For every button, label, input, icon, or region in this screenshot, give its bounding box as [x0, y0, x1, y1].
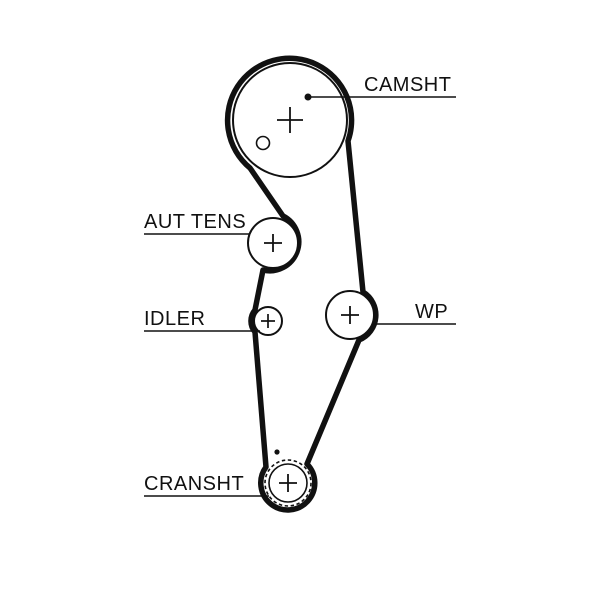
- label-camshaft: CAMSHT: [304, 74, 456, 101]
- crankshaft-label-text: CRANSHT: [144, 473, 244, 495]
- timing-belt-path: [224, 55, 379, 513]
- idler-label-text: IDLER: [144, 308, 205, 330]
- crankshaft-timing-dot: [274, 449, 280, 455]
- tensioner-pulley: [247, 217, 299, 269]
- camshaft-label-text: CAMSHT: [364, 74, 451, 96]
- water-pump-center-cross-icon: [341, 306, 359, 324]
- camshaft-center-cross-icon: [277, 107, 303, 133]
- tensioner-label-text: AUT TENS: [144, 211, 246, 233]
- crankshaft-sprocket: [264, 449, 312, 507]
- label-crankshaft: CRANSHT: [144, 473, 269, 497]
- tensioner-center-cross-icon: [264, 234, 282, 252]
- label-tensioner: AUT TENS: [144, 211, 250, 235]
- water-pump-label-text: WP: [415, 301, 448, 323]
- label-idler: IDLER: [144, 308, 260, 332]
- water-pump-pulley: [325, 290, 375, 340]
- idler-pulley: [253, 306, 283, 336]
- crankshaft-center-cross-icon: [279, 474, 297, 492]
- camshaft-pin-hole: [255, 135, 271, 151]
- idler-center-cross-icon: [261, 314, 275, 328]
- camshaft-pulley: [232, 62, 348, 178]
- label-water-pump: WP: [372, 301, 456, 325]
